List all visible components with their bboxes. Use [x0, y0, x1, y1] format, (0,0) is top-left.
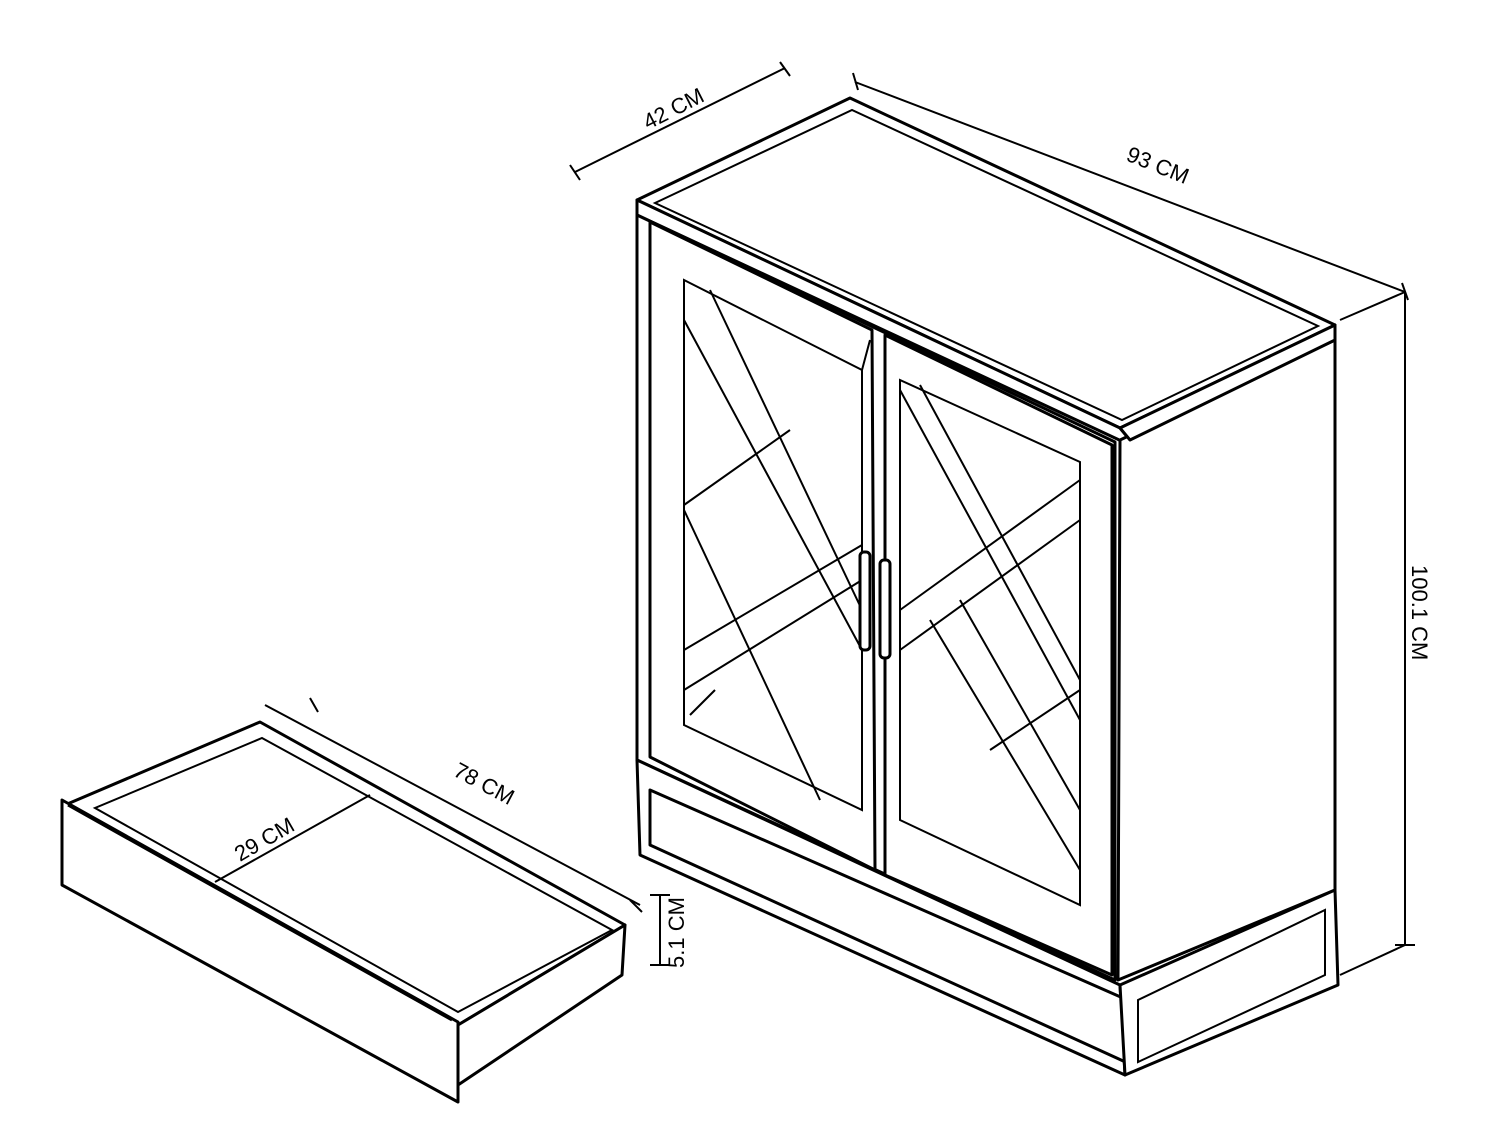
left-door-lattice — [683, 289, 871, 801]
drawer-drawing — [60, 720, 627, 1104]
cabinet-height-label: 100.1 CM — [1407, 565, 1432, 660]
right-door-lattice — [899, 384, 1081, 871]
cabinet-depth-label: 42 CM — [639, 83, 708, 135]
base-frame-side — [1118, 888, 1340, 1077]
left-door-handle — [858, 550, 872, 652]
right-door — [883, 333, 1114, 977]
left-door — [648, 220, 877, 872]
right-door-handle — [878, 558, 892, 660]
drawer-height-label: 5.1 CM — [664, 897, 689, 968]
cabinet-top-side-edge — [1118, 323, 1337, 442]
cabinet-side — [1116, 338, 1337, 982]
drawer-width-label: 78 CM — [450, 757, 519, 809]
dimension-lines — [214, 61, 1415, 976]
cabinet-drawing — [635, 96, 1340, 1077]
cabinet-width-label: 93 CM — [1123, 141, 1192, 188]
